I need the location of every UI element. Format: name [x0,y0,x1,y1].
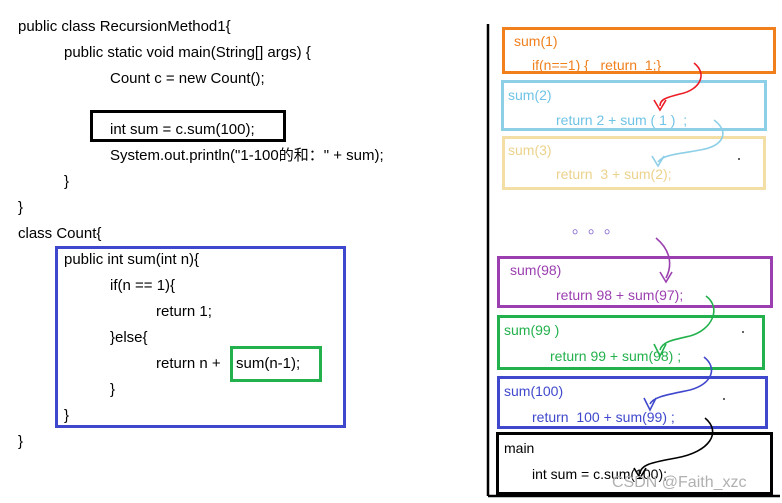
code-line: return 1; [156,303,212,320]
frame-title: sum(99 ) [504,322,560,338]
code-line: } [64,407,70,424]
recursive-call-highlight-box [230,346,322,382]
stray-dot [738,158,740,160]
code-line: sum(n-1); [236,355,301,372]
frame-body: return 2 + sum ( 1 ) ; [556,112,688,128]
frame-body: if(n==1) { return 1;} [532,57,662,73]
code-line: public static void main(String[] args) { [64,44,311,61]
code-line: }else{ [110,329,148,346]
arrow-main-to-sum100 [639,417,714,475]
stack-frame-sum-1 [502,27,776,74]
code-line: class Count{ [18,225,102,242]
stack-frame-sum-98 [497,256,773,308]
frame-body: return 100 + sum(99) ; [532,409,675,425]
code-line: } [64,173,70,190]
stack-frame-main [496,432,773,495]
code-line: System.out.println("1-100的和：" + sum); [110,147,384,164]
frame-title: sum(98) [510,262,562,278]
frame-body: return 98 + sum(97); [556,287,684,303]
frame-title: main [504,440,535,456]
arrow-sum2-to-sum3 [657,119,724,163]
code-line: } [110,381,116,398]
stray-dot [723,398,725,400]
arrow-ellipsis-to-sum98 [655,237,671,279]
frame-body: int sum = c.sum(100); [532,466,667,482]
stack-frame-sum-100 [497,376,768,429]
frame-title: sum(3) [508,142,552,158]
frame-title: sum(1) [514,33,558,49]
watermark: CSDN @Faith_xzc [612,474,747,491]
code-line: Count c = new Count(); [110,70,265,87]
code-line: if(n == 1){ [110,277,176,294]
code-line: int sum = c.sum(100); [110,121,255,138]
arrow-sum99-to-sum98 [659,295,715,351]
main-call-highlight-box [90,110,286,142]
arrow-sum100-to-sum99 [649,356,713,405]
stack-frame-sum-3 [502,136,766,190]
stack-ellipsis: 。。。 [572,220,629,237]
code-line: return n + [156,355,225,372]
stack-frame-sum-2 [501,80,767,131]
stray-dot [742,331,744,333]
frame-body: return 3 + sum(2); [556,166,672,182]
code-line: } [18,199,24,216]
sum-method-highlight-box [55,246,346,428]
arrow-sum1-to-sum2 [659,62,702,107]
frame-body: return 99 + sum(98) ; [550,348,682,364]
code-line: public int sum(int n){ [64,251,200,268]
stack-frame-sum-99 [497,315,765,370]
frame-title: sum(100) [504,383,564,399]
code-line: } [18,433,24,450]
code-line: public class RecursionMethod1{ [18,18,231,35]
frame-title: sum(2) [508,87,552,103]
